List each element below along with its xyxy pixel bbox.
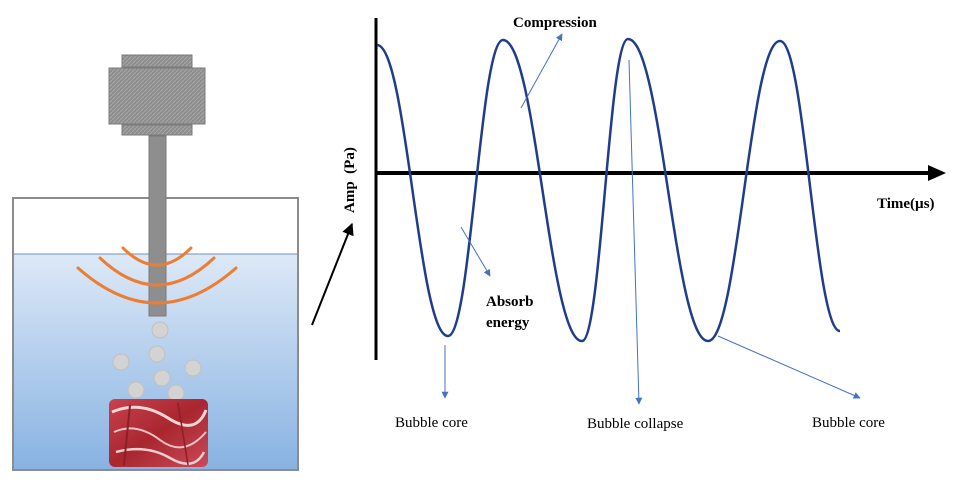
bubble-collapse-label: Bubble collapse <box>587 416 684 432</box>
amp-axis-label: Amp (Pa) <box>342 147 358 213</box>
bubble-core-right-arrow <box>717 335 861 399</box>
link-arrow <box>311 222 354 326</box>
bubble-core-right-label: Bubble core <box>812 415 885 431</box>
absorb-label-line2: energy <box>486 315 530 331</box>
absorb-label-line1: Absorb <box>486 294 534 310</box>
ultrasonic-bath <box>12 54 299 471</box>
x-axis-arrowhead <box>928 165 946 181</box>
bubble-collapse-arrow <box>628 59 643 405</box>
waveform-plot: Compression Time(µs) Amp (Pa) Absorb ene… <box>342 15 946 432</box>
tank-outline <box>12 197 299 471</box>
sound-waves <box>76 246 238 305</box>
cavitation-bubbles <box>112 321 202 402</box>
ultrasonic-probe-icon <box>108 54 206 317</box>
time-axis-label: Time(µs) <box>877 196 935 212</box>
bubble-core-left-label: Bubble core <box>395 415 468 431</box>
annotation-arrows <box>441 33 861 405</box>
compression-label: Compression <box>513 15 598 31</box>
meat-sample-icon <box>109 399 208 467</box>
pressure-waveform <box>376 37 841 343</box>
compression-arrow <box>520 33 563 109</box>
absorb-energy-arrow <box>460 226 491 277</box>
